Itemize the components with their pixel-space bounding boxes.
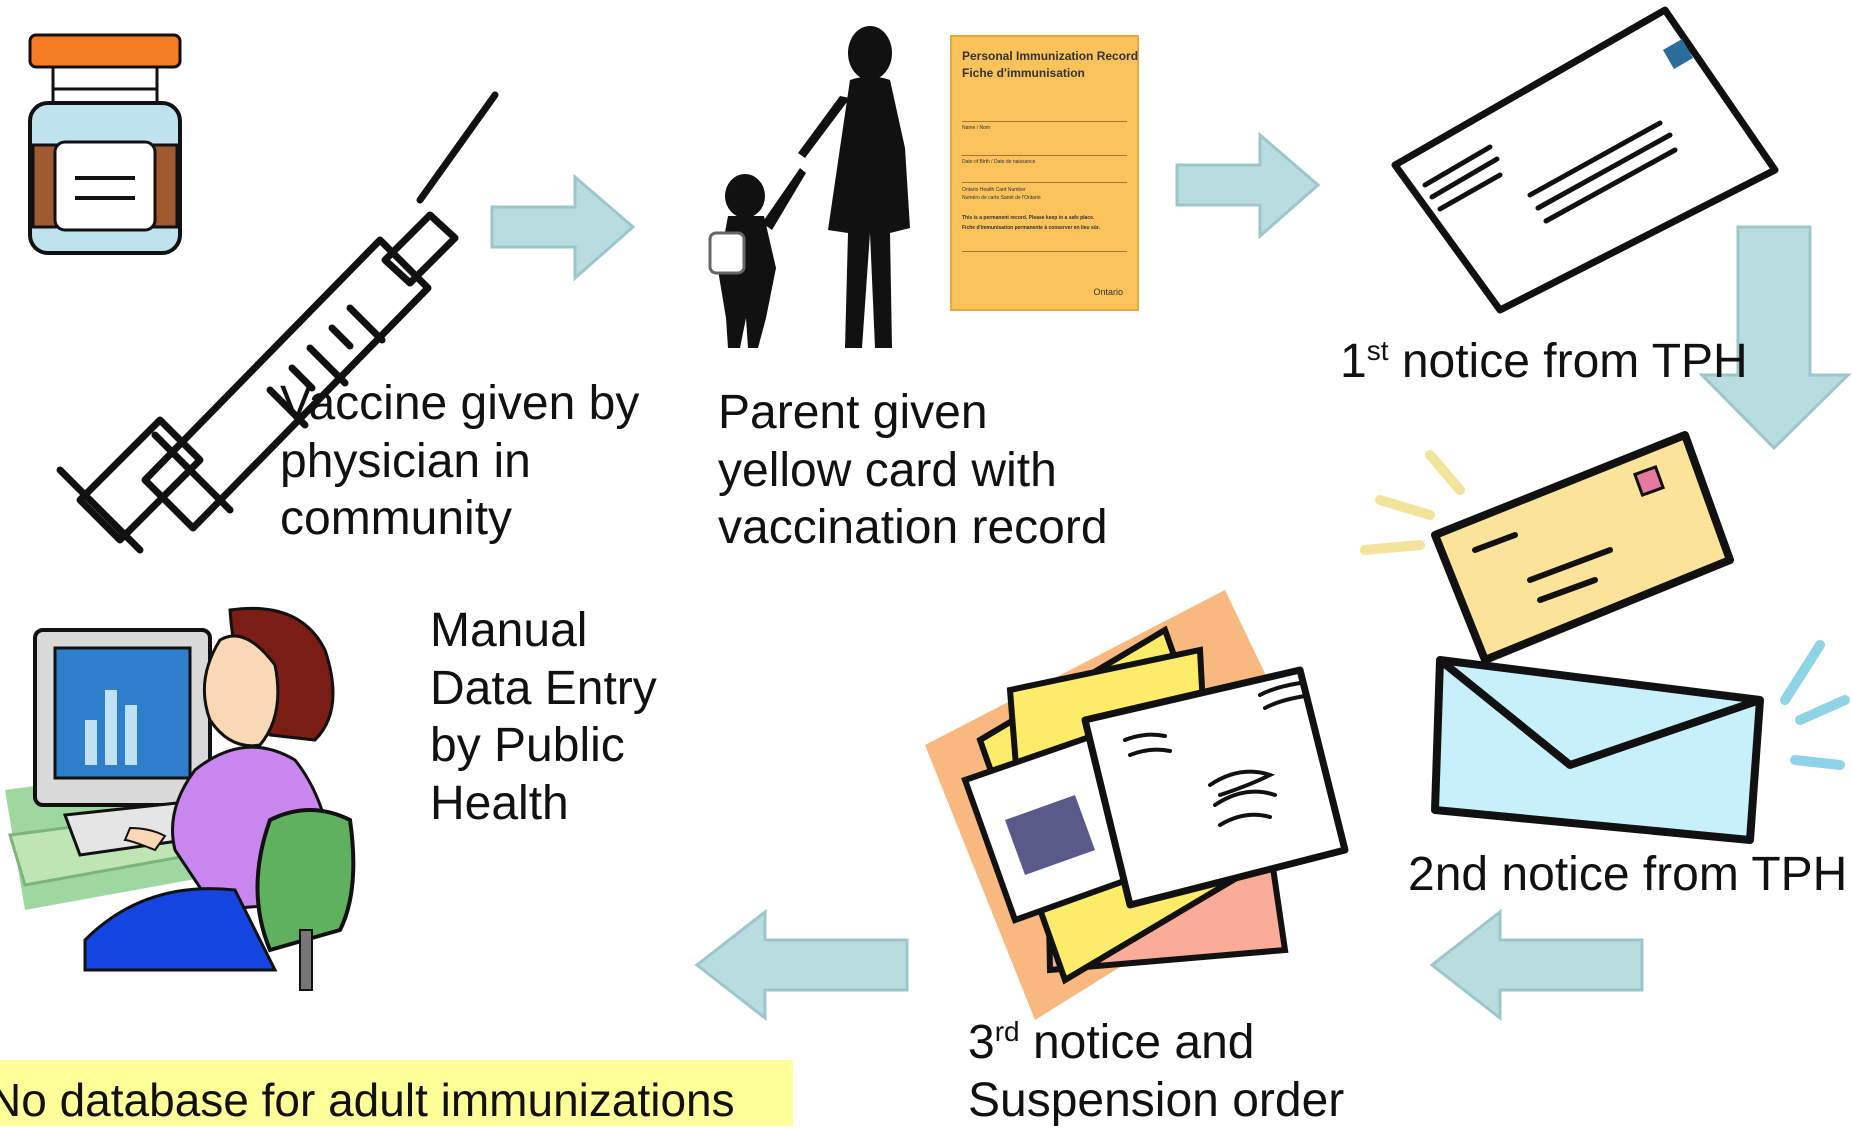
computer-user-icon bbox=[5, 606, 356, 991]
data-entry-line-2: Data Entry bbox=[430, 661, 657, 715]
third-notice-label: 3rd notice and Suspension order bbox=[968, 1014, 1344, 1129]
data-entry-line-3: by Public bbox=[430, 719, 625, 773]
first-notice-text: notice from TPH bbox=[1401, 335, 1748, 388]
card-field-health-card: Ontario Health Card Number bbox=[962, 187, 1026, 193]
flow-arrow-right-2 bbox=[1175, 131, 1321, 240]
card-title-fr: Fiche d'immunisation bbox=[962, 66, 1085, 80]
parent-step-label: Parent given yellow card with vaccinatio… bbox=[718, 384, 1108, 557]
flow-arrow-left-2 bbox=[694, 908, 909, 1022]
syringe-icon bbox=[56, 91, 499, 554]
parent-line-2: yellow card with bbox=[718, 443, 1057, 497]
immunization-card: Personal Immunization Record Fiche d'imm… bbox=[950, 35, 1139, 311]
data-entry-label: Manual Data Entry by Public Health bbox=[430, 602, 657, 832]
third-notice-line-2: Suspension order bbox=[968, 1073, 1345, 1127]
third-notice-line-1: 3rd notice and bbox=[968, 1014, 1344, 1072]
first-notice-sup: st bbox=[1366, 335, 1389, 366]
vaccine-line-3: community bbox=[280, 492, 513, 546]
card-notice-fr: Fiche d'immunisation permanente à conser… bbox=[962, 225, 1100, 231]
parent-line-3: vaccination record bbox=[718, 501, 1108, 555]
second-notice-label: 2nd notice from TPH bbox=[1408, 848, 1848, 901]
card-notice-en: This is a permanent record. Please keep … bbox=[962, 215, 1095, 221]
flow-arrow-left-1 bbox=[1429, 908, 1644, 1022]
card-field-dob: Date of Birth / Date de naissance bbox=[962, 159, 1036, 165]
card-title-en: Personal Immunization Record bbox=[962, 49, 1139, 63]
third-notice-rest: notice and bbox=[1032, 1016, 1255, 1069]
card-logo: Ontario bbox=[1093, 287, 1123, 297]
vial-icon bbox=[28, 33, 182, 255]
data-entry-line-4: Health bbox=[430, 776, 569, 830]
card-field-health-card-fr: Numéro de carte Santé de l'Ontario bbox=[962, 195, 1041, 201]
data-entry-line-1: Manual bbox=[430, 604, 588, 657]
third-notice-sup: rd bbox=[994, 1016, 1020, 1047]
flow-arrow-right-1 bbox=[490, 173, 636, 282]
mail-pile-icon bbox=[925, 590, 1349, 1020]
vaccine-step-label: Vaccine given by physician in community bbox=[280, 375, 639, 548]
vaccine-line-2: physician in bbox=[280, 434, 531, 488]
parent-line-1: Parent given bbox=[718, 386, 988, 439]
mail-envelopes-icon bbox=[1360, 431, 1850, 844]
parent-child-silhouette-icon bbox=[708, 26, 910, 348]
card-field-name: Name / Nom bbox=[962, 125, 991, 131]
flow-arrow-down bbox=[1698, 225, 1852, 451]
envelope-icon bbox=[1391, 6, 1779, 314]
vaccine-line-1: Vaccine given by bbox=[280, 377, 640, 430]
first-notice-label: 1st notice from TPH bbox=[1340, 333, 1748, 391]
footnote-highlight: No database for adult immunizations bbox=[0, 1060, 793, 1126]
third-notice-num: 3 bbox=[968, 1016, 995, 1069]
first-notice-num: 1 bbox=[1340, 335, 1367, 388]
